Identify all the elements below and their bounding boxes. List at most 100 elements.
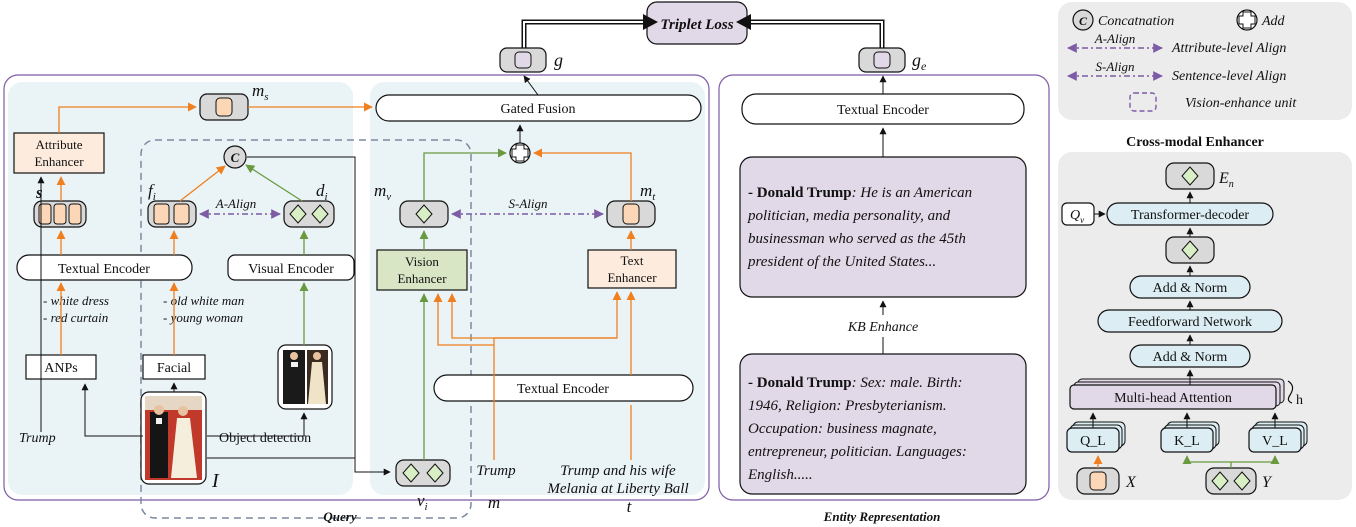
entity-textual-encoder-label: Textual Encoder (837, 103, 929, 118)
s-align-label: S-Align (509, 196, 548, 211)
d-i-label: di (316, 181, 328, 203)
kb-description-line-5: English..... (747, 467, 813, 483)
vision-enhancer-label-2: Enhancer (397, 271, 447, 286)
v-l-stack (1248, 421, 1308, 453)
t-label: t (627, 497, 633, 516)
legend-vision-unit: Vision-enhance unit (1185, 96, 1297, 111)
k-l-stack (1160, 421, 1220, 453)
x-vector (1076, 467, 1120, 495)
legend-sentence-align: Sentence-level Align (1172, 69, 1286, 84)
attribute-enhancer-box (13, 132, 105, 174)
enhanced-description-line-1: - Donald Trump: He is an American (748, 185, 972, 201)
legend-add: Add (1261, 14, 1286, 29)
triplet-loss-label: Triplet Loss (660, 17, 733, 33)
facial-item-1: - old white man (163, 293, 244, 308)
legend-s-align: S-Align (1096, 59, 1135, 74)
kb-description-line-3: Occupation: business magnate, (748, 421, 937, 437)
concat-symbol (223, 145, 247, 169)
vision-enhance-unit-frame (140, 139, 472, 519)
g-e-label: ge (912, 50, 927, 73)
legend-concat-symbol-label: C (1079, 14, 1088, 28)
v-l-label: V_L (1262, 434, 1288, 449)
trump-left: Trump (19, 431, 56, 446)
visual-encoder-box (227, 254, 355, 281)
kb-description-line-1: - Donald Trump: Sex: male. Birth: (748, 375, 962, 391)
e-n-label: En (1218, 170, 1234, 190)
s-label: s (35, 183, 43, 202)
s-vector (33, 200, 87, 228)
m-label: m (488, 493, 500, 512)
anp-item-1: - white dress (43, 293, 109, 308)
m-t-label: mt (640, 181, 656, 203)
legend-concatenation: Concatnation (1098, 14, 1174, 29)
feedforward-label: Feedforward Network (1128, 315, 1252, 330)
g-label: g (554, 50, 563, 70)
m-t-vector (606, 200, 656, 228)
h-label: h (1296, 393, 1303, 408)
gated-fusion-label: Gated Fusion (500, 102, 575, 117)
y-vector (1205, 467, 1257, 495)
g-e-vector (858, 47, 906, 73)
e-n-vector (1165, 162, 1215, 190)
a-align-label: A-Align (215, 196, 256, 211)
caption-text-1: Trump and his wife (560, 463, 676, 479)
f-i-label: fi (148, 181, 156, 203)
facial-label: Facial (157, 361, 191, 376)
kb-enhance-label: KB Enhance (847, 320, 918, 335)
facial-box (142, 354, 206, 380)
object-detection-label: Object detection (219, 431, 311, 446)
text-enhancer-label-2: Enhancer (607, 270, 657, 285)
m-s-vector (199, 93, 249, 121)
q-v-label: Qv (1070, 208, 1084, 225)
add-norm-2-label: Add & Norm (1153, 350, 1228, 365)
textual-encoder-left-label: Textual Encoder (58, 262, 150, 277)
kb-description-box (739, 353, 1027, 495)
q-l-stack (1066, 421, 1126, 453)
anp-item-2: - red curtain (43, 310, 108, 325)
add-norm-1-label: Add & Norm (1153, 281, 1228, 296)
add-symbol (509, 142, 531, 164)
m-v-label: mv (374, 181, 391, 203)
enhanced-description-line-3: businessman who served as the 45th (748, 231, 966, 247)
query-caption: Query (323, 509, 356, 524)
textual-encoder-left-box (16, 254, 193, 281)
g-vector (499, 47, 547, 73)
detected-objects-image (277, 344, 333, 410)
entity-caption: Entity Representation (823, 509, 941, 524)
enhanced-description-line-2: politician, media personality, and (747, 208, 951, 224)
legend-add-icon (1236, 9, 1258, 31)
textual-encoder-right-label: Textual Encoder (517, 382, 609, 397)
x-label: X (1125, 474, 1137, 491)
transformer-decoder-label: Transformer-decoder (1131, 208, 1249, 223)
image-label: I (211, 470, 220, 492)
enhanced-description-line-4: president of the United States... (747, 254, 936, 270)
query-image (140, 391, 207, 485)
vision-enhancer-label-1: Vision (405, 254, 439, 269)
k-l-label: K_L (1174, 434, 1200, 449)
anps-box (25, 354, 97, 380)
kb-description-line-4: entrepreneur, politician. Languages: (748, 444, 967, 460)
d-i-vector (283, 200, 335, 228)
y-label: Y (1262, 474, 1273, 491)
enhanced-description-box (739, 156, 1027, 298)
anps-label: ANPs (44, 361, 77, 376)
visual-encoder-label: Visual Encoder (248, 262, 334, 277)
text-enhancer-label-1: Text (621, 253, 644, 268)
multihead-label: Multi-head Attention (1114, 391, 1232, 406)
vision-enhancer-box (376, 249, 468, 291)
legend-a-align: A-Align (1094, 31, 1135, 46)
q-l-label: Q_L (1080, 434, 1106, 449)
attribute-enhancer-label-1: Attribute (36, 137, 83, 152)
legend-concat-symbol (1072, 9, 1094, 31)
enhancer-title: Cross-modal Enhancer (1126, 135, 1264, 150)
m-v-vector (399, 200, 449, 228)
kb-enhance-bg (838, 315, 928, 337)
legend-attribute-align: Attribute-level Align (1171, 41, 1286, 56)
facial-item-2: - young woman (163, 310, 243, 325)
trump-m: Trump (476, 463, 516, 479)
m-s-label: ms (252, 81, 269, 103)
attribute-enhancer-label-2: Enhancer (34, 154, 84, 169)
kb-description-line-2: 1946, Religion: Presbyterianism. (748, 398, 947, 414)
v-i-vector (395, 459, 451, 487)
